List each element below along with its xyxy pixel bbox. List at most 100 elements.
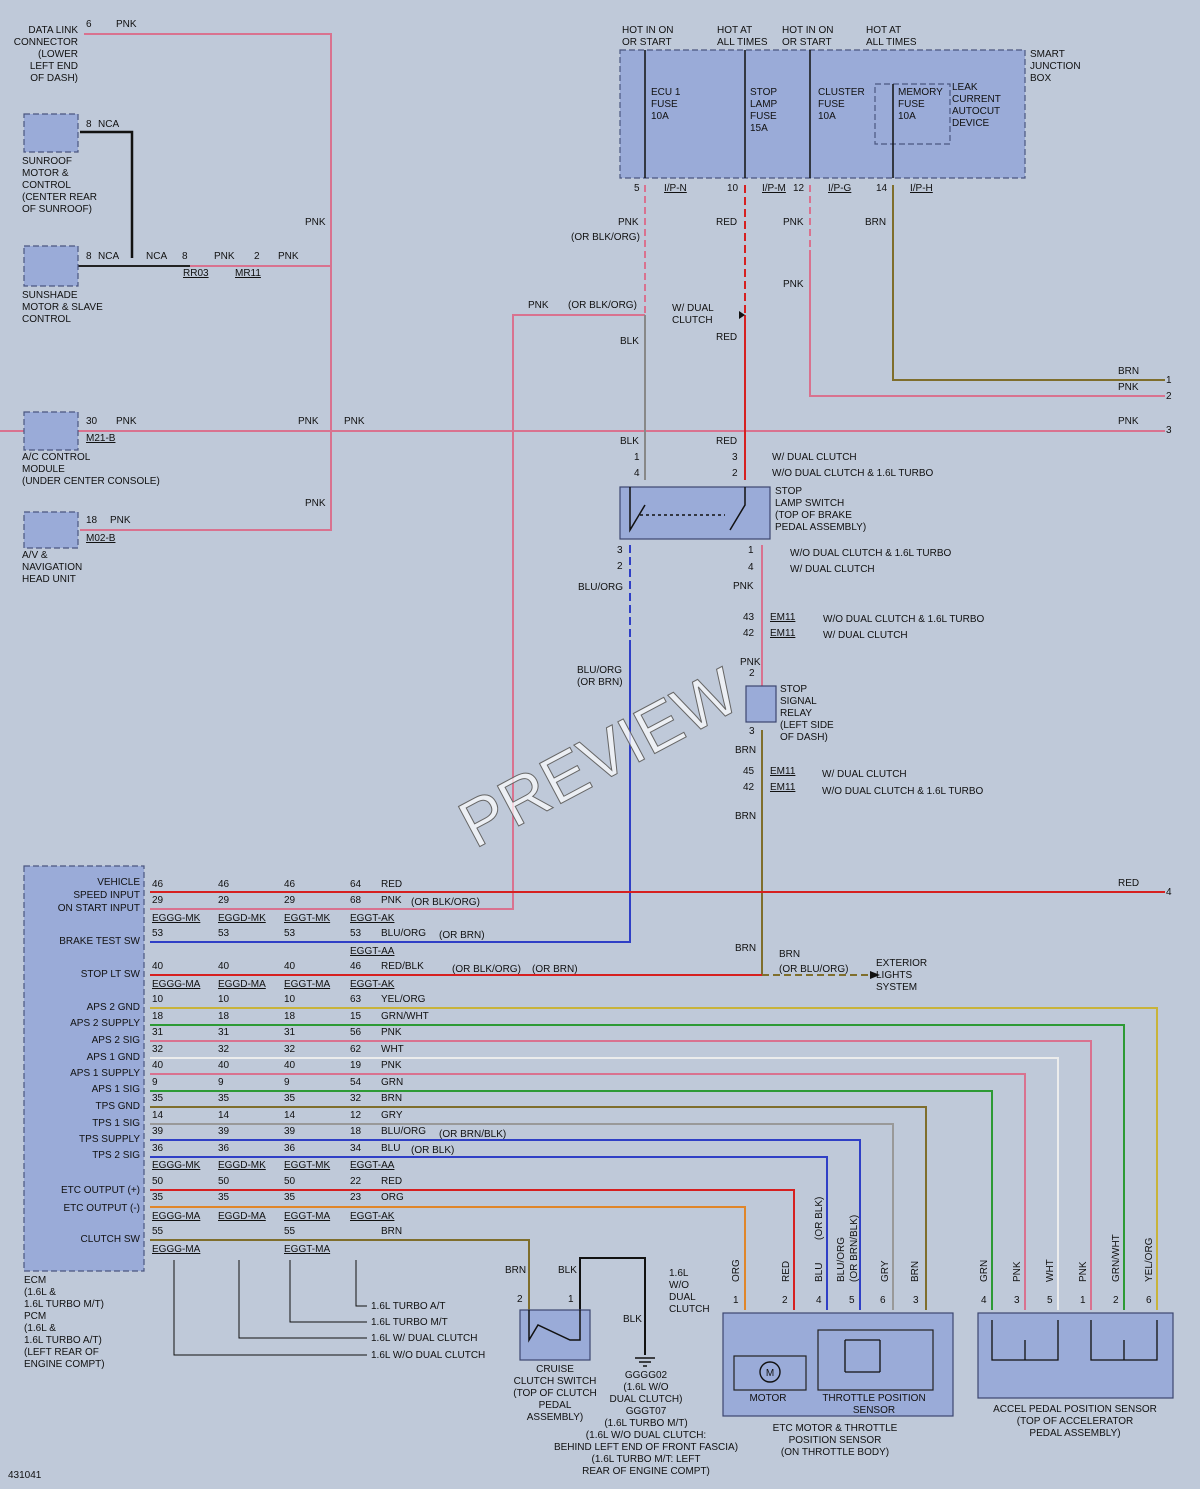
ecm-pin-name: ON START INPUT xyxy=(58,903,140,914)
ecm-row-wire-color: WHT xyxy=(381,1044,404,1055)
ac-pin: 30 xyxy=(86,416,98,427)
tps-label: SENSOR xyxy=(853,1405,895,1416)
pin-num: 6 xyxy=(1146,1295,1152,1306)
aps-wire-color: GRN/WHT xyxy=(1111,1234,1122,1282)
sunshade-module xyxy=(23,245,79,287)
wire-color-label: PNK xyxy=(783,217,804,228)
connector-group-id: EGGD-MK xyxy=(218,913,266,924)
av-pin: 18 xyxy=(86,515,98,526)
connector-group-id: EGGD-MK xyxy=(218,1160,266,1171)
sunshade-pin3: 2 xyxy=(254,251,260,262)
hot-condition-label: HOT IN ON xyxy=(782,25,833,36)
ecm-row-pin: 9 xyxy=(218,1077,224,1088)
pin-num: 42 xyxy=(743,628,755,639)
ecm-row-pin: 40 xyxy=(152,1060,164,1071)
ecm-row-wire-color: BRN xyxy=(381,1226,402,1237)
connector-group-id: EGGT-MK xyxy=(284,1160,330,1171)
dlc-label: (LOWER xyxy=(38,49,78,60)
switch-icon xyxy=(629,487,746,533)
aps-wire-color: GRN xyxy=(979,1260,990,1282)
etc-wire-color: BLU/ORG xyxy=(836,1237,847,1282)
motor-icon xyxy=(759,1361,781,1383)
ecm-label: 1.6L TURBO A/T) xyxy=(24,1335,102,1346)
pin-num: 3 xyxy=(1014,1295,1020,1306)
smart-junction-box xyxy=(619,49,1026,179)
stop-lamp-switch xyxy=(619,486,771,540)
connector-group-id: EGGT-MA xyxy=(284,1211,330,1222)
m02b-connector: M02-B xyxy=(86,533,116,544)
fuse-label: FUSE xyxy=(651,99,678,110)
wire-color-alt: (OR BLU/ORG) xyxy=(779,964,848,975)
ecm-row-pin: 40 xyxy=(218,1060,230,1071)
connector-group-id: EGGG-MA xyxy=(152,1211,201,1222)
bluorg-wire-tps xyxy=(150,1139,861,1310)
fuse-label: 10A xyxy=(818,111,836,122)
av-wire: PNK xyxy=(110,515,131,526)
sunshade-label: SUNSHADE xyxy=(22,290,78,301)
dual-clutch-note: W/ DUAL xyxy=(672,303,714,314)
fuse-label: MEMORY xyxy=(898,87,943,98)
ecm-row-pin: 35 xyxy=(152,1093,164,1104)
ecm-row-pin: 53 xyxy=(218,928,230,939)
wire-color-label: BRN xyxy=(735,943,756,954)
ground-label: GGGT07 xyxy=(626,1406,667,1417)
wire-color-label: BLK xyxy=(623,1314,642,1325)
bus-pnk-label: PNK xyxy=(344,416,365,427)
ecm-row-wire-color: GRY xyxy=(381,1110,403,1121)
ecm-row-pin: 18 xyxy=(284,1011,296,1022)
ecm-row-pin: 31 xyxy=(218,1027,230,1038)
m21b-connector: M21-B xyxy=(86,433,116,444)
ecm-row-wire-color: ORG xyxy=(381,1192,404,1203)
ecm-row-wire-color: PNK xyxy=(381,1027,402,1038)
rr03-connector: RR03 xyxy=(183,268,209,279)
etc-wire-color: RED xyxy=(781,1261,792,1282)
variant-label: 1.6L W/ DUAL CLUTCH xyxy=(371,1333,478,1344)
connector-group-id: EGGT-AK xyxy=(350,1211,395,1222)
etc-label: (ON THROTTLE BODY) xyxy=(781,1447,889,1458)
ecm-row-pin: 36 xyxy=(152,1143,164,1154)
ecm-row-pin: 36 xyxy=(284,1143,296,1154)
ecm-row-pin: 40 xyxy=(284,1060,296,1071)
mr11-connector: MR11 xyxy=(235,268,261,279)
sunshade-wire: NCA xyxy=(98,251,119,262)
dlc-label: LEFT END xyxy=(30,61,78,72)
hot-condition-label: HOT AT xyxy=(717,25,752,36)
wire-color-label: BLK xyxy=(558,1265,577,1276)
sunshade-wire3: PNK xyxy=(214,251,235,262)
ecm-row-pin: 19 xyxy=(350,1060,362,1071)
ground-label: (1.6L W/O xyxy=(623,1382,668,1393)
connector-group-id: EGGG-MA xyxy=(152,1244,201,1255)
brn-wire-clutch xyxy=(150,1239,530,1310)
ground-label: DUAL CLUTCH) xyxy=(610,1394,683,1405)
stop-signal-relay-label: STOP xyxy=(780,684,807,695)
ecm-pin-name: VEHICLE xyxy=(97,877,140,888)
ecm-row-pin: 50 xyxy=(284,1176,296,1187)
junction-box-title: SMART xyxy=(1030,49,1065,60)
ecm-row-pin: 35 xyxy=(284,1192,296,1203)
connector-group-id: EGGG-MK xyxy=(152,913,201,924)
fuse-label: FUSE xyxy=(750,111,777,122)
etc-wire-color: (OR BLK) xyxy=(814,1197,825,1240)
pin-num: 1 xyxy=(634,452,640,463)
hot-condition-label: ALL TIMES xyxy=(866,37,917,48)
ecm-row-pin: 14 xyxy=(152,1110,164,1121)
wire-color-alt: (OR BLK/ORG) xyxy=(452,964,521,975)
ecm-row-pin: 53 xyxy=(350,928,362,939)
pin-num: 4 xyxy=(981,1295,987,1306)
ecm-row-wire-color: RED xyxy=(381,879,402,890)
ecm-row-pin: 53 xyxy=(152,928,164,939)
right-wire-color: BRN xyxy=(1118,366,1139,377)
ecm-label: 1.6L TURBO M/T) xyxy=(24,1299,104,1310)
wire-color-label: PNK xyxy=(618,217,639,228)
fuse-label: 10A xyxy=(651,111,669,122)
ecm-row-pin: 18 xyxy=(218,1011,230,1022)
cruise-switch-label: CRUISE xyxy=(536,1364,574,1375)
sunroof-pin: 8 xyxy=(86,119,92,130)
ecm-row-pin: 55 xyxy=(284,1226,296,1237)
hot-condition-label: OR START xyxy=(782,37,832,48)
sunroof-label: MOTOR & xyxy=(22,168,69,179)
variant-line-3 xyxy=(238,1260,367,1339)
dlc-wire-color: PNK xyxy=(116,19,137,30)
sunshade-label: CONTROL xyxy=(22,314,71,325)
connector-group-id: EGGT-AA xyxy=(350,946,395,957)
